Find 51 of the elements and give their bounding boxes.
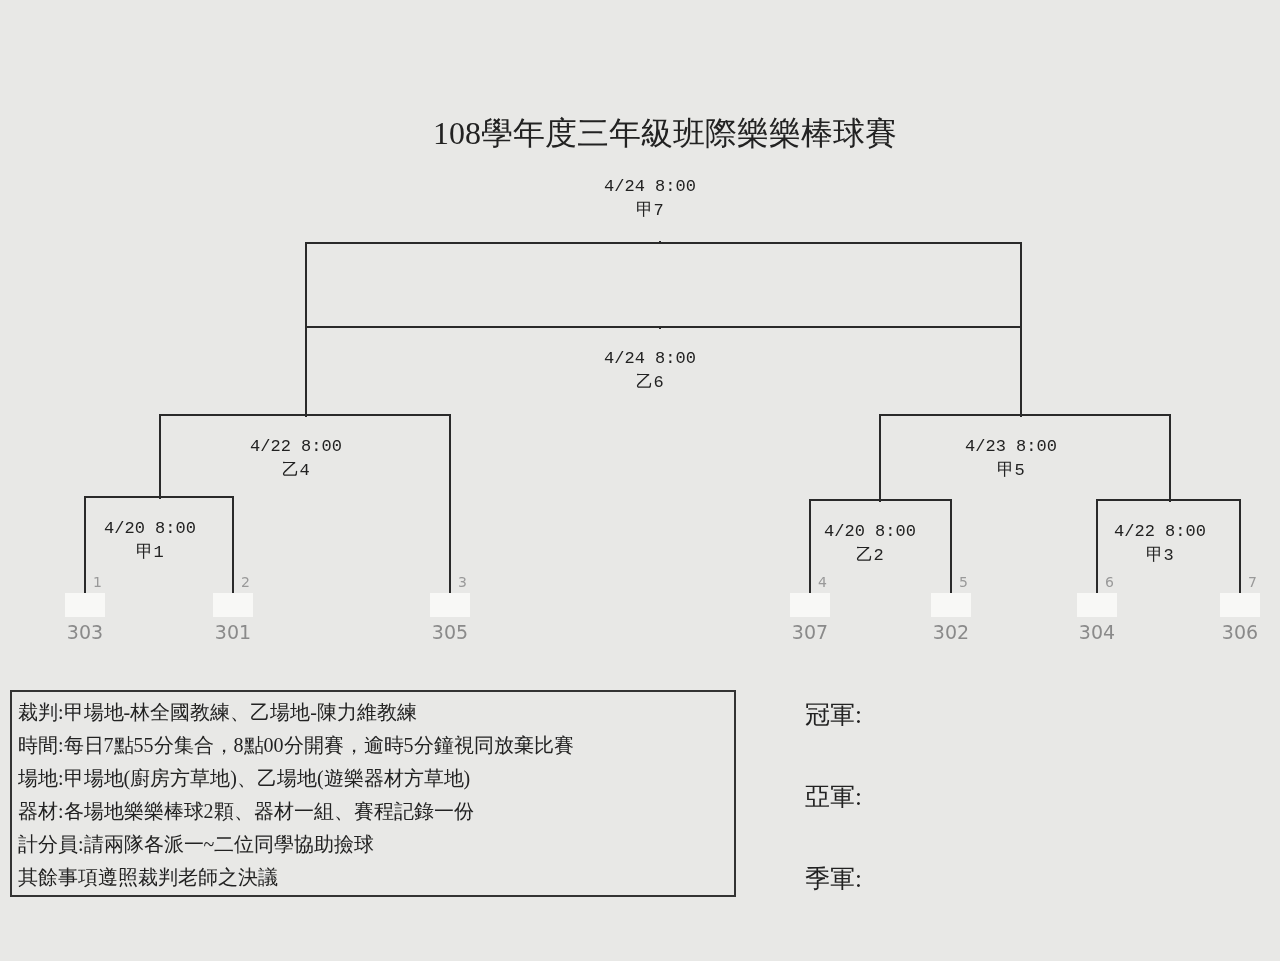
- award-label: 冠軍:: [805, 700, 862, 730]
- seed-number: 2: [241, 574, 250, 590]
- match-time: 4/23 8:00: [965, 436, 1057, 458]
- note-text: 計分員:請兩隊各派一~二位同學協助撿球: [18, 832, 375, 857]
- notes-box: [10, 690, 736, 897]
- note-text: 時間:每日7點55分集合，8點00分開賽，逾時5分鐘視同放棄比賽: [18, 733, 574, 758]
- seed-number: 7: [1248, 574, 1257, 590]
- bracket-line: [1169, 499, 1241, 594]
- match-number: 甲1: [136, 542, 164, 564]
- class-number: 305: [431, 621, 469, 643]
- bracket-line: [159, 414, 307, 500]
- seed-number: 4: [818, 574, 827, 590]
- class-number: 304: [1078, 621, 1116, 643]
- bracket-line: [879, 414, 1022, 503]
- award-label: 季軍:: [805, 864, 862, 894]
- match-time: 4/22 8:00: [250, 436, 342, 458]
- page-title: 108學年度三年級班際樂樂棒球賽: [432, 114, 898, 153]
- class-number: 302: [932, 621, 970, 643]
- class-number: 301: [214, 621, 252, 643]
- class-number: 307: [791, 621, 829, 643]
- seed-number: 5: [959, 574, 968, 590]
- match-time: 4/24 8:00: [604, 348, 696, 370]
- bracket-line: [1096, 499, 1171, 594]
- seed-number: 1: [93, 574, 102, 590]
- match-number: 乙6: [636, 372, 664, 394]
- note-text: 器材:各場地樂樂棒球2顆、器材一組、賽程記錄一份: [18, 799, 474, 824]
- award-label: 亞軍:: [805, 782, 862, 812]
- bracket-line: [159, 496, 234, 594]
- bracket-line: [1020, 414, 1171, 503]
- bracket-line: [84, 496, 161, 594]
- note-text: 裁判:甲場地-林全國教練、乙場地-陳力維教練: [18, 700, 417, 725]
- match-number: 乙2: [856, 545, 884, 567]
- class-number: 303: [66, 621, 104, 643]
- bracket-line: [659, 240, 1022, 418]
- match-time: 4/20 8:00: [104, 518, 196, 540]
- match-number: 甲5: [997, 460, 1025, 482]
- seed-number: 3: [458, 574, 467, 590]
- note-text: 場地:甲場地(廚房方草地)、乙場地(遊樂器材方草地): [18, 766, 471, 792]
- match-number: 甲7: [636, 200, 664, 222]
- match-time: 4/20 8:00: [824, 521, 916, 543]
- match-number: 乙4: [282, 460, 310, 482]
- bracket-line: [879, 499, 952, 594]
- seed-number: 6: [1105, 574, 1114, 590]
- class-number: 306: [1221, 621, 1259, 643]
- match-time: 4/22 8:00: [1114, 521, 1206, 543]
- note-text: 其餘事項遵照裁判老師之決議: [18, 865, 278, 890]
- bracket-line: [305, 240, 661, 418]
- bracket-line: [809, 499, 881, 594]
- match-number: 甲3: [1146, 545, 1174, 567]
- match-time: 4/24 8:00: [604, 176, 696, 198]
- bracket-line: [305, 414, 451, 594]
